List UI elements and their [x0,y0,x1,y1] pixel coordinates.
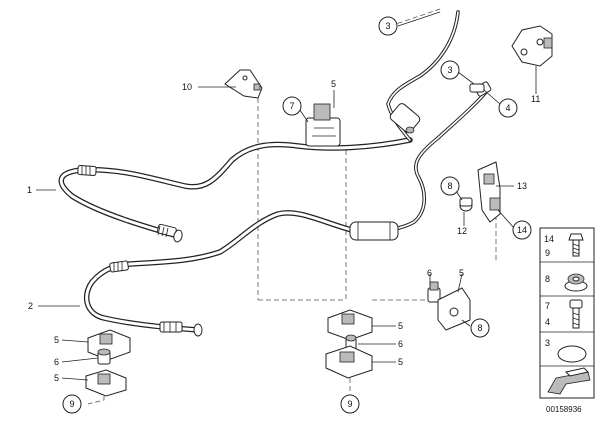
clip-stack-middle [325,309,373,394]
fitting-part-4 [469,83,485,93]
legend-3: 3 [545,338,550,348]
callouts: 1 2 10 5 7 3 3 4 11 8 13 12 14 6 5 8 5 6… [27,16,540,414]
fastener-legend: 14 9 8 7 4 3 [539,227,595,399]
assembly-guide-lines [257,7,497,301]
callout-5d: 5 [398,321,403,331]
callout-6c: 6 [427,268,432,278]
callout-9a: 9 [69,399,74,409]
legend-14: 14 [544,234,554,244]
callout-circle-9b [340,394,360,414]
clip-part-6-right [427,281,441,303]
clip-stack-left [85,329,131,405]
callout-5c: 5 [54,373,59,383]
legend-9: 9 [545,248,550,258]
callout-3b: 3 [447,65,452,75]
callout-circle-4 [498,98,518,118]
callout-11: 11 [531,94,540,104]
clip-part-7 [305,103,341,147]
callout-10: 10 [182,82,192,92]
legend-8: 8 [545,274,550,284]
hose-line-2 [83,81,492,337]
callout-8b: 8 [477,323,482,333]
callout-2: 2 [28,301,33,311]
callout-6b: 6 [398,339,403,349]
grommet-part-12 [459,197,473,212]
callout-circle-9a [62,394,82,414]
callout-4: 4 [505,103,510,113]
callout-circle-8b [470,318,490,338]
callout-12: 12 [457,226,467,236]
callout-5e: 5 [398,357,403,367]
bracket-part-13 [477,161,501,223]
callout-5b: 5 [54,335,59,345]
callout-circle-14 [512,220,532,240]
legend-4: 4 [545,317,550,327]
bracket-part-10 [224,69,263,99]
hose-line-1 [58,10,460,243]
callout-6a: 6 [54,357,59,367]
callout-1: 1 [27,185,32,195]
callout-14: 14 [517,225,527,235]
callout-5g: 5 [459,268,464,278]
callout-circle-7 [282,96,302,116]
callout-9b: 9 [347,399,352,409]
legend-7: 7 [545,301,550,311]
callout-circle-3b [440,60,460,80]
leader-lines [36,11,537,381]
bracket-part-5-right [437,287,471,331]
diagram-id: 00158936 [546,405,582,414]
callout-7: 7 [289,101,294,111]
callout-circle-3 [378,16,398,36]
callout-8a: 8 [447,181,452,191]
callout-circle-8a [440,176,460,196]
callout-13: 13 [517,181,527,191]
callout-3: 3 [385,21,390,31]
bracket-part-11 [511,25,553,67]
callout-5a: 5 [331,79,336,89]
